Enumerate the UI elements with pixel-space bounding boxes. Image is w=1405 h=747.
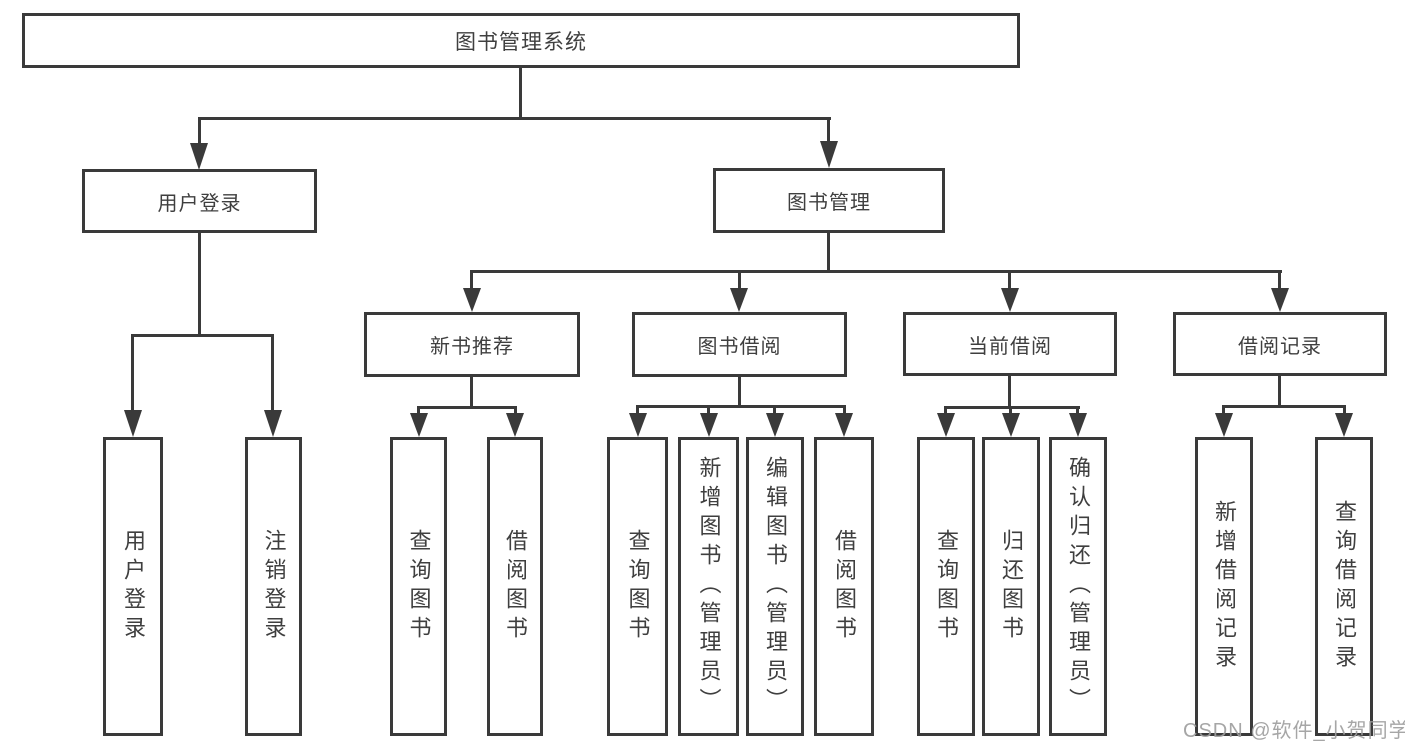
connector-book-borrowing-branch xyxy=(636,405,846,408)
connector-root-branch xyxy=(198,117,831,120)
arrow-down-icon xyxy=(937,413,955,437)
node-borrowing-records: 借阅记录 xyxy=(1173,312,1387,376)
arrow-down-icon xyxy=(1335,413,1353,437)
connector-book-borrowing-trunk xyxy=(738,377,741,408)
leaf-edit-books-admin: 编辑图书（管理员） xyxy=(746,437,804,736)
node-book-management: 图书管理 xyxy=(713,168,945,233)
leaf-add-books-admin-label: 新增图书（管理员） xyxy=(696,456,722,717)
leaf-query-borrow-record-label: 查询借阅记录 xyxy=(1332,499,1357,674)
leaf-query-books-recommend-label: 查询图书 xyxy=(406,528,432,645)
connector-drop xyxy=(1222,405,1225,416)
leaf-query-books-borrow: 查询图书 xyxy=(607,437,668,736)
leaf-edit-books-admin-label: 编辑图书（管理员） xyxy=(763,456,788,717)
leaf-borrow-books-recommend: 借阅图书 xyxy=(487,437,543,736)
connector-drop-book-borrowing xyxy=(738,270,741,289)
arrow-down-icon xyxy=(1215,413,1233,437)
node-root-library-management-system: 图书管理系统 xyxy=(22,13,1020,68)
connector-drop xyxy=(1343,405,1346,416)
connector-user-login-trunk xyxy=(198,233,201,336)
connector-drop-user-login xyxy=(198,117,201,146)
leaf-add-borrow-record-label: 新增借阅记录 xyxy=(1212,499,1237,674)
leaf-user-login-label: 用户登录 xyxy=(121,528,146,645)
connector-drop-new-book xyxy=(470,270,473,289)
connector-root-trunk xyxy=(519,68,522,118)
csdn-watermark: CSDN @软件_小贺同学 xyxy=(1183,720,1405,742)
connector-borrowing-records-trunk xyxy=(1278,376,1281,408)
leaf-query-borrow-record: 查询借阅记录 xyxy=(1315,437,1373,736)
arrow-down-icon xyxy=(700,413,718,437)
arrow-down-icon xyxy=(506,413,524,437)
leaf-user-login: 用户登录 xyxy=(103,437,163,736)
connector-current-borrowing-branch xyxy=(944,406,1080,409)
arrow-down-icon xyxy=(463,288,481,312)
arrow-down-icon xyxy=(410,413,428,437)
connector-drop xyxy=(1009,406,1012,416)
leaf-logout: 注销登录 xyxy=(245,437,302,736)
arrow-down-icon xyxy=(1069,413,1087,437)
leaf-query-books-current-label: 查询图书 xyxy=(934,528,959,645)
connector-user-login-branch xyxy=(131,334,274,337)
connector-drop xyxy=(514,406,517,416)
connector-drop-leaf-user-login xyxy=(131,334,134,412)
node-new-book-recommendation: 新书推荐 xyxy=(364,312,580,377)
connector-drop xyxy=(636,405,639,416)
connector-drop-borrowing-records xyxy=(1278,270,1281,289)
leaf-return-books: 归还图书 xyxy=(982,437,1040,736)
connector-drop xyxy=(773,405,776,416)
arrow-down-icon xyxy=(124,410,142,437)
node-user-login: 用户登录 xyxy=(82,169,317,233)
connector-borrowing-records-branch xyxy=(1222,405,1345,408)
leaf-query-books-recommend: 查询图书 xyxy=(390,437,447,736)
leaf-add-borrow-record: 新增借阅记录 xyxy=(1195,437,1253,736)
arrow-down-icon xyxy=(1271,288,1289,312)
node-current-borrowing: 当前借阅 xyxy=(903,312,1117,376)
connector-drop-book-management xyxy=(827,117,830,146)
arrow-down-icon xyxy=(1001,288,1019,312)
arrow-down-icon xyxy=(820,141,838,168)
leaf-return-books-label: 归还图书 xyxy=(999,528,1024,645)
leaf-logout-label: 注销登录 xyxy=(261,528,287,645)
connector-drop xyxy=(417,406,420,416)
connector-new-book-trunk xyxy=(470,377,473,409)
leaf-borrow-books: 借阅图书 xyxy=(814,437,874,736)
leaf-query-books-current: 查询图书 xyxy=(917,437,975,736)
node-book-borrowing: 图书借阅 xyxy=(632,312,847,377)
arrow-down-icon xyxy=(190,143,208,170)
arrow-down-icon xyxy=(766,413,784,437)
arrow-down-icon xyxy=(629,413,647,437)
connector-drop xyxy=(944,406,947,416)
arrow-down-icon xyxy=(730,288,748,312)
leaf-confirm-return-admin-label: 确认归还（管理员） xyxy=(1066,456,1091,717)
arrow-down-icon xyxy=(264,410,282,437)
connector-drop-current-borrowing xyxy=(1008,270,1011,289)
connector-new-book-branch xyxy=(417,406,517,409)
leaf-borrow-books-recommend-label: 借阅图书 xyxy=(503,528,528,645)
connector-book-management-trunk xyxy=(827,233,830,273)
leaf-add-books-admin: 新增图书（管理员） xyxy=(678,437,739,736)
arrow-down-icon xyxy=(835,413,853,437)
leaf-borrow-books-label: 借阅图书 xyxy=(832,528,857,645)
leaf-query-books-borrow-label: 查询图书 xyxy=(625,528,651,645)
connector-drop xyxy=(707,405,710,416)
connector-drop-leaf-logout xyxy=(271,334,274,412)
leaf-confirm-return-admin: 确认归还（管理员） xyxy=(1049,437,1107,736)
connector-drop xyxy=(843,405,846,416)
connector-book-management-branch xyxy=(470,270,1282,273)
connector-drop xyxy=(1076,406,1079,416)
connector-current-borrowing-trunk xyxy=(1008,376,1011,409)
arrow-down-icon xyxy=(1002,413,1020,437)
